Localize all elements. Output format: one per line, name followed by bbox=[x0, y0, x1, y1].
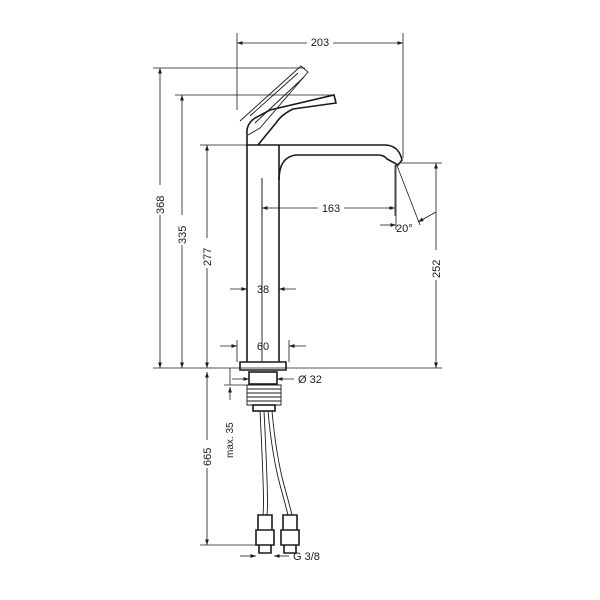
dim-label-38: 38 bbox=[257, 284, 269, 296]
dim-height-lever: 335 bbox=[175, 94, 334, 368]
dim-spout-height: 252 bbox=[400, 162, 443, 368]
lever-inner-line bbox=[249, 72, 305, 124]
dim-hose-length: 665 bbox=[200, 372, 256, 546]
dim-height-body: 277 bbox=[200, 144, 247, 368]
dim-spout-angle: 20° bbox=[380, 162, 437, 235]
shank-thread bbox=[246, 384, 282, 406]
dim-body-width-base: 60 bbox=[220, 340, 306, 362]
mounting-shank bbox=[246, 371, 282, 412]
hose-left bbox=[259, 410, 268, 516]
hose-fitting-left bbox=[255, 514, 275, 554]
dim-label-368: 368 bbox=[155, 196, 167, 214]
shank-end bbox=[252, 404, 276, 412]
dim-label-angle: 20° bbox=[396, 223, 413, 235]
dim-thread: G 3/8 bbox=[240, 551, 320, 563]
dim-label-277: 277 bbox=[202, 248, 214, 266]
dim-spout-reach: 163 bbox=[261, 165, 396, 216]
hose-fitting-right bbox=[280, 514, 300, 554]
lever-handle bbox=[246, 94, 337, 146]
dim-label-203: 203 bbox=[311, 37, 329, 49]
dim-shank-diameter: Ø 32 bbox=[232, 374, 322, 386]
dim-width-overall: 203 bbox=[236, 33, 404, 158]
faucet-outline bbox=[239, 65, 403, 371]
faucet-body bbox=[246, 145, 280, 362]
dim-label-max-35: max. 35 bbox=[225, 422, 236, 458]
shank-nut bbox=[248, 371, 278, 385]
dim-body-width-top: 38 bbox=[230, 284, 296, 296]
supply-hoses bbox=[255, 410, 300, 554]
dim-label-665: 665 bbox=[202, 448, 214, 466]
spout bbox=[247, 144, 403, 181]
dim-label-163: 163 bbox=[322, 203, 340, 215]
dim-label-252: 252 bbox=[431, 260, 443, 278]
hose-right bbox=[267, 410, 293, 516]
dim-label-diameter: Ø 32 bbox=[298, 374, 322, 386]
dim-label-335: 335 bbox=[177, 226, 189, 244]
dim-label-60: 60 bbox=[257, 341, 269, 353]
lever-phantom bbox=[239, 65, 309, 136]
dim-height-overall: 368 bbox=[152, 67, 305, 368]
dim-label-thread: G 3/8 bbox=[293, 551, 320, 563]
dim-max-thickness: max. 35 bbox=[224, 368, 247, 458]
base-plate bbox=[239, 361, 287, 371]
